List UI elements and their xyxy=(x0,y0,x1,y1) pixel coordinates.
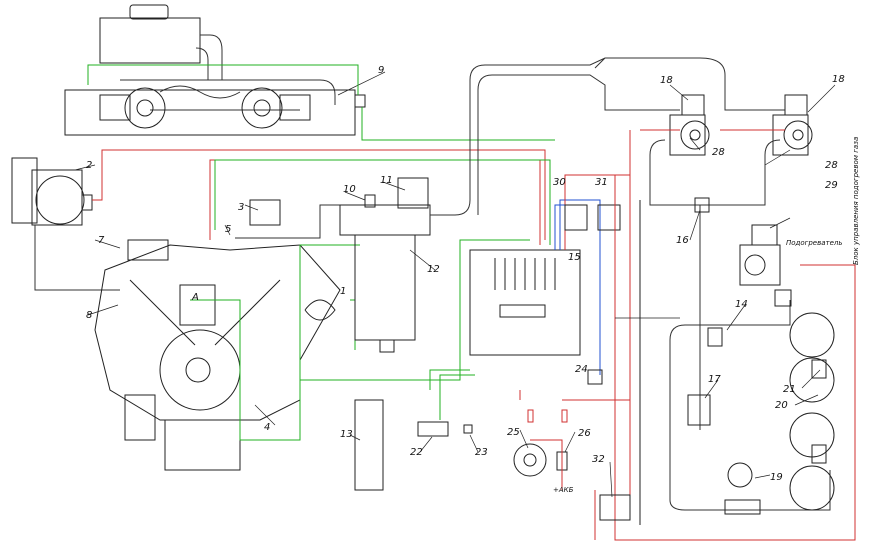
label-5: 5 xyxy=(225,224,231,235)
gas-heater-29 xyxy=(739,224,781,286)
label-24: 24 xyxy=(575,364,588,375)
valve-17 xyxy=(687,394,711,426)
pedal-13 xyxy=(354,399,384,491)
label-21: 21 xyxy=(783,384,796,395)
component-23 xyxy=(463,424,473,434)
label-32: 32 xyxy=(592,454,605,465)
label-1: 1 xyxy=(340,286,346,297)
label-8: 8 xyxy=(86,310,92,321)
gas-filter-12 xyxy=(339,177,431,353)
label-28-right: 28 xyxy=(825,160,838,171)
component-22 xyxy=(417,421,449,437)
relay-30 xyxy=(564,204,588,231)
turbocharger-left xyxy=(99,87,166,129)
label-15: 15 xyxy=(568,252,581,263)
gas-pipe xyxy=(430,57,785,216)
sensor-25 xyxy=(513,443,547,477)
label-18-left: 18 xyxy=(660,75,673,86)
label-3: 3 xyxy=(238,202,244,213)
air-filter xyxy=(99,4,223,80)
label-28-left: 28 xyxy=(712,147,725,158)
gas-cylinders xyxy=(789,312,835,511)
label-19: 19 xyxy=(770,472,783,483)
turbocharger-right xyxy=(241,87,311,129)
ecu-15 xyxy=(469,249,581,356)
reducer-left xyxy=(669,94,710,156)
label-31: 31 xyxy=(595,177,608,188)
label-17: 17 xyxy=(708,374,721,385)
heater-label: Подогреватель xyxy=(786,239,843,247)
label-4: 4 xyxy=(264,422,270,433)
label-18-right: 18 xyxy=(832,74,845,85)
label-10: 10 xyxy=(343,184,356,195)
label-16: 16 xyxy=(676,235,689,246)
vertical-note: Блок управления подогревом газа xyxy=(852,137,860,265)
relay-32 xyxy=(599,494,631,521)
label-13: 13 xyxy=(340,429,353,440)
intake-pipe xyxy=(120,79,336,111)
battery-label: +АКБ xyxy=(553,486,574,494)
label-14: 14 xyxy=(735,299,748,310)
component-2 xyxy=(11,157,93,226)
engine-block xyxy=(94,199,341,471)
relay-31 xyxy=(597,204,621,231)
label-11: 11 xyxy=(380,175,393,186)
manometer-19 xyxy=(727,462,753,488)
label-A: А xyxy=(191,292,199,303)
label-26: 26 xyxy=(578,428,591,439)
label-29: 29 xyxy=(825,180,838,191)
label-25: 25 xyxy=(507,427,520,438)
label-30: 30 xyxy=(553,177,566,188)
label-22: 22 xyxy=(410,447,423,458)
label-12: 12 xyxy=(427,264,440,275)
label-2: 2 xyxy=(86,160,92,171)
reducer-right xyxy=(772,94,813,156)
label-9: 9 xyxy=(378,65,384,76)
label-23: 23 xyxy=(475,447,488,458)
label-7: 7 xyxy=(98,235,105,246)
component-24 xyxy=(587,369,603,385)
label-20: 20 xyxy=(775,400,788,411)
